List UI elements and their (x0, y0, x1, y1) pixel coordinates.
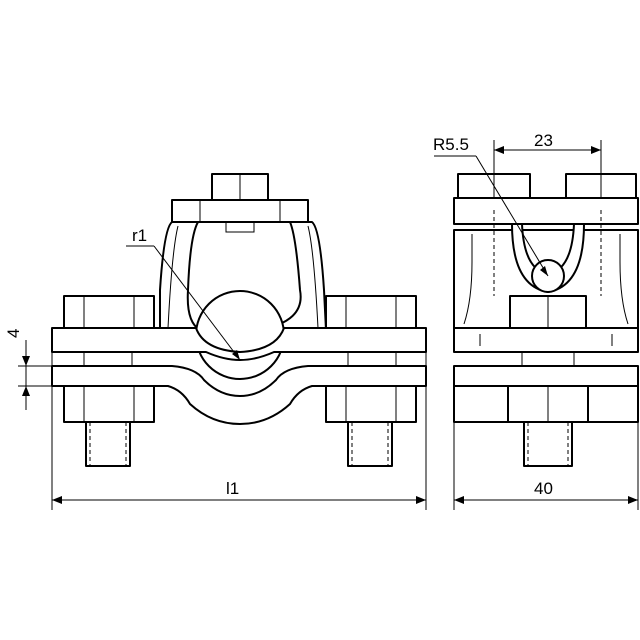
right-lower-nut (325, 385, 417, 423)
r55-label: R5.5 (433, 135, 469, 154)
strap-inner-line (167, 225, 319, 329)
left-lower-nut (63, 385, 155, 423)
round-conductor (195, 290, 285, 380)
front-view: r1 4 l1 (4, 173, 427, 510)
bolt-spacing-dimension: 23 (493, 131, 602, 176)
bolt-spacing-label: 23 (534, 131, 553, 150)
thickness-label: 4 (4, 329, 23, 338)
side-top-plate (453, 197, 639, 225)
r1-dimension: r1 (126, 226, 241, 361)
side-lower-clamp-plate (453, 365, 639, 387)
r55-dimension: R5.5 (433, 135, 549, 277)
length-dimension: l1 (51, 352, 427, 510)
right-bolt-thread (347, 421, 393, 467)
left-bolt-thread (85, 421, 131, 467)
side-body-contour (463, 234, 629, 325)
length-label: l1 (226, 479, 239, 498)
side-bolt-thread (523, 421, 573, 467)
left-upper-nut (63, 295, 155, 329)
upper-clamp-plate (51, 327, 427, 361)
top-plate (171, 199, 309, 223)
r1-label: r1 (132, 226, 147, 245)
side-view: 23 R5.5 40 (433, 131, 639, 510)
width-label: 40 (534, 479, 553, 498)
side-upper-clamp-plate (453, 327, 639, 353)
thickness-dimension: 4 (4, 329, 52, 410)
top-bolt-shank (225, 221, 255, 233)
width-dimension: 40 (453, 422, 639, 510)
right-upper-nut (325, 295, 417, 329)
